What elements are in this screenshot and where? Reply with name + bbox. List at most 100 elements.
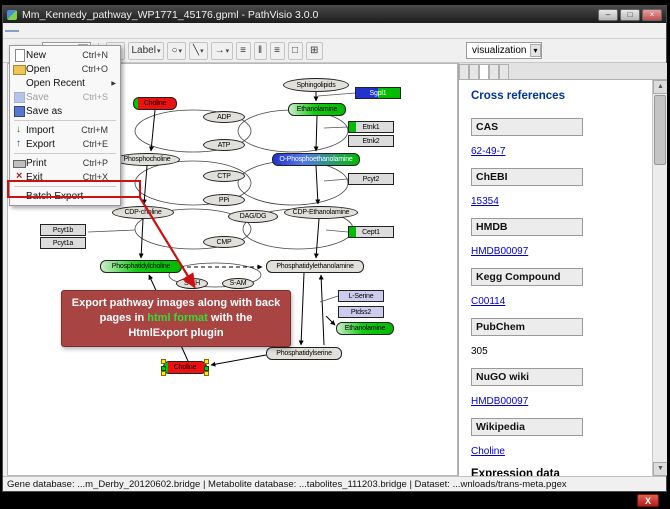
selection-handle[interactable] — [161, 366, 166, 371]
close-button[interactable]: × — [642, 8, 662, 21]
pathway-node-o-phosphoethanolamine[interactable]: O-Phosphoethanolamine — [272, 153, 360, 166]
xref-section: HMDB HMDB00097 — [471, 218, 652, 260]
sidebar-tab-properties[interactable] — [469, 64, 479, 79]
xref-link[interactable]: 15354 — [471, 196, 499, 207]
pathway-node-ethanolamine[interactable]: Ethanolamine — [288, 103, 346, 116]
connector-tool-button[interactable]: → ▾ — [210, 41, 234, 60]
pathway-node-cdp-ethanolamine[interactable]: CDP-Ethanolamine — [284, 206, 358, 219]
window-controls: – □ × — [598, 8, 662, 21]
menu-item-save-as[interactable]: Save as — [10, 104, 120, 118]
pathway-node-etnk2[interactable]: Etnk2 — [348, 135, 394, 147]
pathway-node-cmp[interactable]: CMP — [203, 236, 245, 248]
scroll-down-icon[interactable]: ▼ — [653, 462, 667, 476]
selection-handle[interactable] — [161, 359, 166, 364]
distribute-button[interactable]: □ — [287, 41, 303, 60]
xref-link[interactable]: HMDB00097 — [471, 246, 529, 257]
pathway-node-sphingolipids[interactable]: Sphingolipids — [283, 78, 349, 92]
visualization-combobox[interactable]: visualization ▾ — [466, 42, 542, 59]
sidebar-tab-backpage[interactable] — [479, 64, 489, 79]
menu-item-batch-export[interactable]: Batch Export — [10, 189, 120, 203]
xref-link[interactable]: Choline — [471, 446, 505, 457]
menubar-item-data[interactable] — [33, 30, 47, 32]
pathway-node-phosphocholine[interactable]: Phosphocholine — [114, 153, 180, 166]
menu-item-print[interactable]: Print Ctrl+P — [10, 156, 120, 170]
sidebar-tab-legend[interactable] — [499, 64, 509, 79]
pathway-node-dag-dg[interactable]: DAG/DG — [228, 210, 278, 223]
xref-section: CAS 62-49-7 — [471, 118, 652, 160]
pathway-node-pcyt1b[interactable]: Pcyt1b — [40, 224, 86, 236]
menubar-item-plugins[interactable] — [61, 30, 75, 32]
scrollbar-thumb[interactable] — [654, 95, 666, 165]
xref-header: PubChem — [471, 318, 583, 336]
menu-item-exit[interactable]: Exit Ctrl+X — [10, 170, 120, 184]
xref-section: Wikipedia Choline — [471, 418, 652, 460]
line-tool-button[interactable]: ╲ ▾ — [189, 41, 208, 60]
menubar-item-file[interactable] — [5, 29, 19, 32]
pathway-node-phosphatidylethanolamine[interactable]: Phosphatidylethanolamine — [266, 260, 364, 273]
anchor-tool-button[interactable]: ≡ — [236, 41, 251, 60]
menu-item-save[interactable]: Save Ctrl+S — [10, 90, 120, 104]
annotation-text: Export pathway images along with back pa… — [71, 297, 281, 339]
pathway-node-cept1[interactable]: Cept1 — [348, 226, 394, 238]
minimize-button[interactable]: – — [598, 8, 618, 21]
pathway-node-atp[interactable]: ATP — [203, 139, 245, 151]
maximize-button[interactable]: □ — [620, 8, 640, 21]
xref-link[interactable]: 62-49-7 — [471, 146, 506, 157]
pathway-node-l-serine[interactable]: L-Serine — [338, 290, 384, 302]
pathway-node-phosphatidylcholine[interactable]: Phosphatidylcholine — [100, 260, 182, 273]
xref-section: Kegg Compound C00114 — [471, 268, 652, 310]
xref-header: Kegg Compound — [471, 268, 583, 286]
pathway-node-ppi[interactable]: PPi — [203, 194, 245, 206]
pathway-node-ctp[interactable]: CTP — [203, 170, 245, 182]
pathway-node-ptdss2[interactable]: Ptdss2 — [338, 306, 384, 318]
xref-header: HMDB — [471, 218, 583, 236]
pathway-node-choline[interactable]: Choline — [161, 359, 209, 376]
xref-header: NuGO wiki — [471, 368, 583, 386]
sidebar-scrollbar[interactable]: ▲ ▼ — [652, 80, 667, 476]
align-center-button[interactable]: ≡ — [270, 41, 285, 60]
chevron-down-icon: ▾ — [225, 47, 230, 55]
pathway-node-s-am[interactable]: S-AM — [222, 278, 254, 289]
pathway-node-phosphatidylserine[interactable]: Phosphatidylserine — [266, 347, 342, 360]
menu-item-new[interactable]: New Ctrl+N — [10, 48, 120, 62]
selection-handle[interactable] — [204, 359, 209, 364]
menubar-item-help[interactable] — [75, 30, 89, 32]
pathway-node-pcyt1a[interactable]: Pcyt1a — [40, 237, 86, 249]
xref-link[interactable]: HMDB00097 — [471, 396, 529, 407]
shape-tool-button[interactable]: ○ ▾ — [167, 41, 187, 60]
pathway-node-sgpl1[interactable]: Sgpl1 — [355, 87, 401, 99]
selection-handle[interactable] — [204, 371, 209, 376]
pathway-node-ethanolamine[interactable]: Ethanolamine — [336, 322, 394, 335]
pathway-node-pcyt2[interactable]: Pcyt2 — [348, 173, 394, 185]
frame-bottom-strip: X — [0, 493, 670, 509]
menu-item-import[interactable]: Import Ctrl+M — [10, 123, 120, 137]
xref-header: ChEBI — [471, 168, 583, 186]
sidebar-tab-search[interactable] — [489, 64, 499, 79]
pathway-node-adp[interactable]: ADP — [203, 111, 245, 123]
highlighted-text: html format — [147, 312, 208, 325]
backpage-panel: Cross references CAS 62-49-7 ChEBI 15354… — [459, 80, 667, 476]
pathway-node-choline[interactable]: Choline — [133, 97, 177, 110]
xref-link[interactable]: C00114 — [471, 296, 506, 307]
chevron-down-icon[interactable]: ▾ — [530, 44, 541, 57]
menu-item-open[interactable]: Open Ctrl+O — [10, 62, 120, 76]
frame-close-button[interactable]: X — [637, 494, 659, 507]
pathway-node-etnk1[interactable]: Etnk1 — [348, 121, 394, 133]
label-tool-button[interactable]: Label ▾ — [127, 41, 165, 60]
selection-handle[interactable] — [161, 371, 166, 376]
xref-link[interactable]: 305 — [471, 346, 488, 357]
menubar-item-edit[interactable] — [19, 30, 33, 32]
menu-item-export[interactable]: Export Ctrl+E — [10, 137, 120, 151]
chevron-down-icon: ▾ — [200, 47, 204, 55]
align-left-button[interactable]: ‖ — [253, 41, 268, 60]
pathway-node-cdp-choline[interactable]: CDP-choline — [112, 206, 174, 219]
group-button[interactable]: ⊞ — [305, 41, 324, 60]
selection-handle[interactable] — [204, 366, 209, 371]
pathway-node-s-ah[interactable]: S-AH — [176, 278, 208, 289]
title-bar: Mm_Kennedy_pathway_WP1771_45176.gpml - P… — [3, 6, 666, 23]
sidebar-tab-objects[interactable] — [459, 64, 469, 79]
scroll-up-icon[interactable]: ▲ — [653, 80, 667, 94]
menu-item-open-recent[interactable]: Open Recent ▶ — [10, 76, 120, 90]
menubar-item-view[interactable] — [47, 30, 61, 32]
